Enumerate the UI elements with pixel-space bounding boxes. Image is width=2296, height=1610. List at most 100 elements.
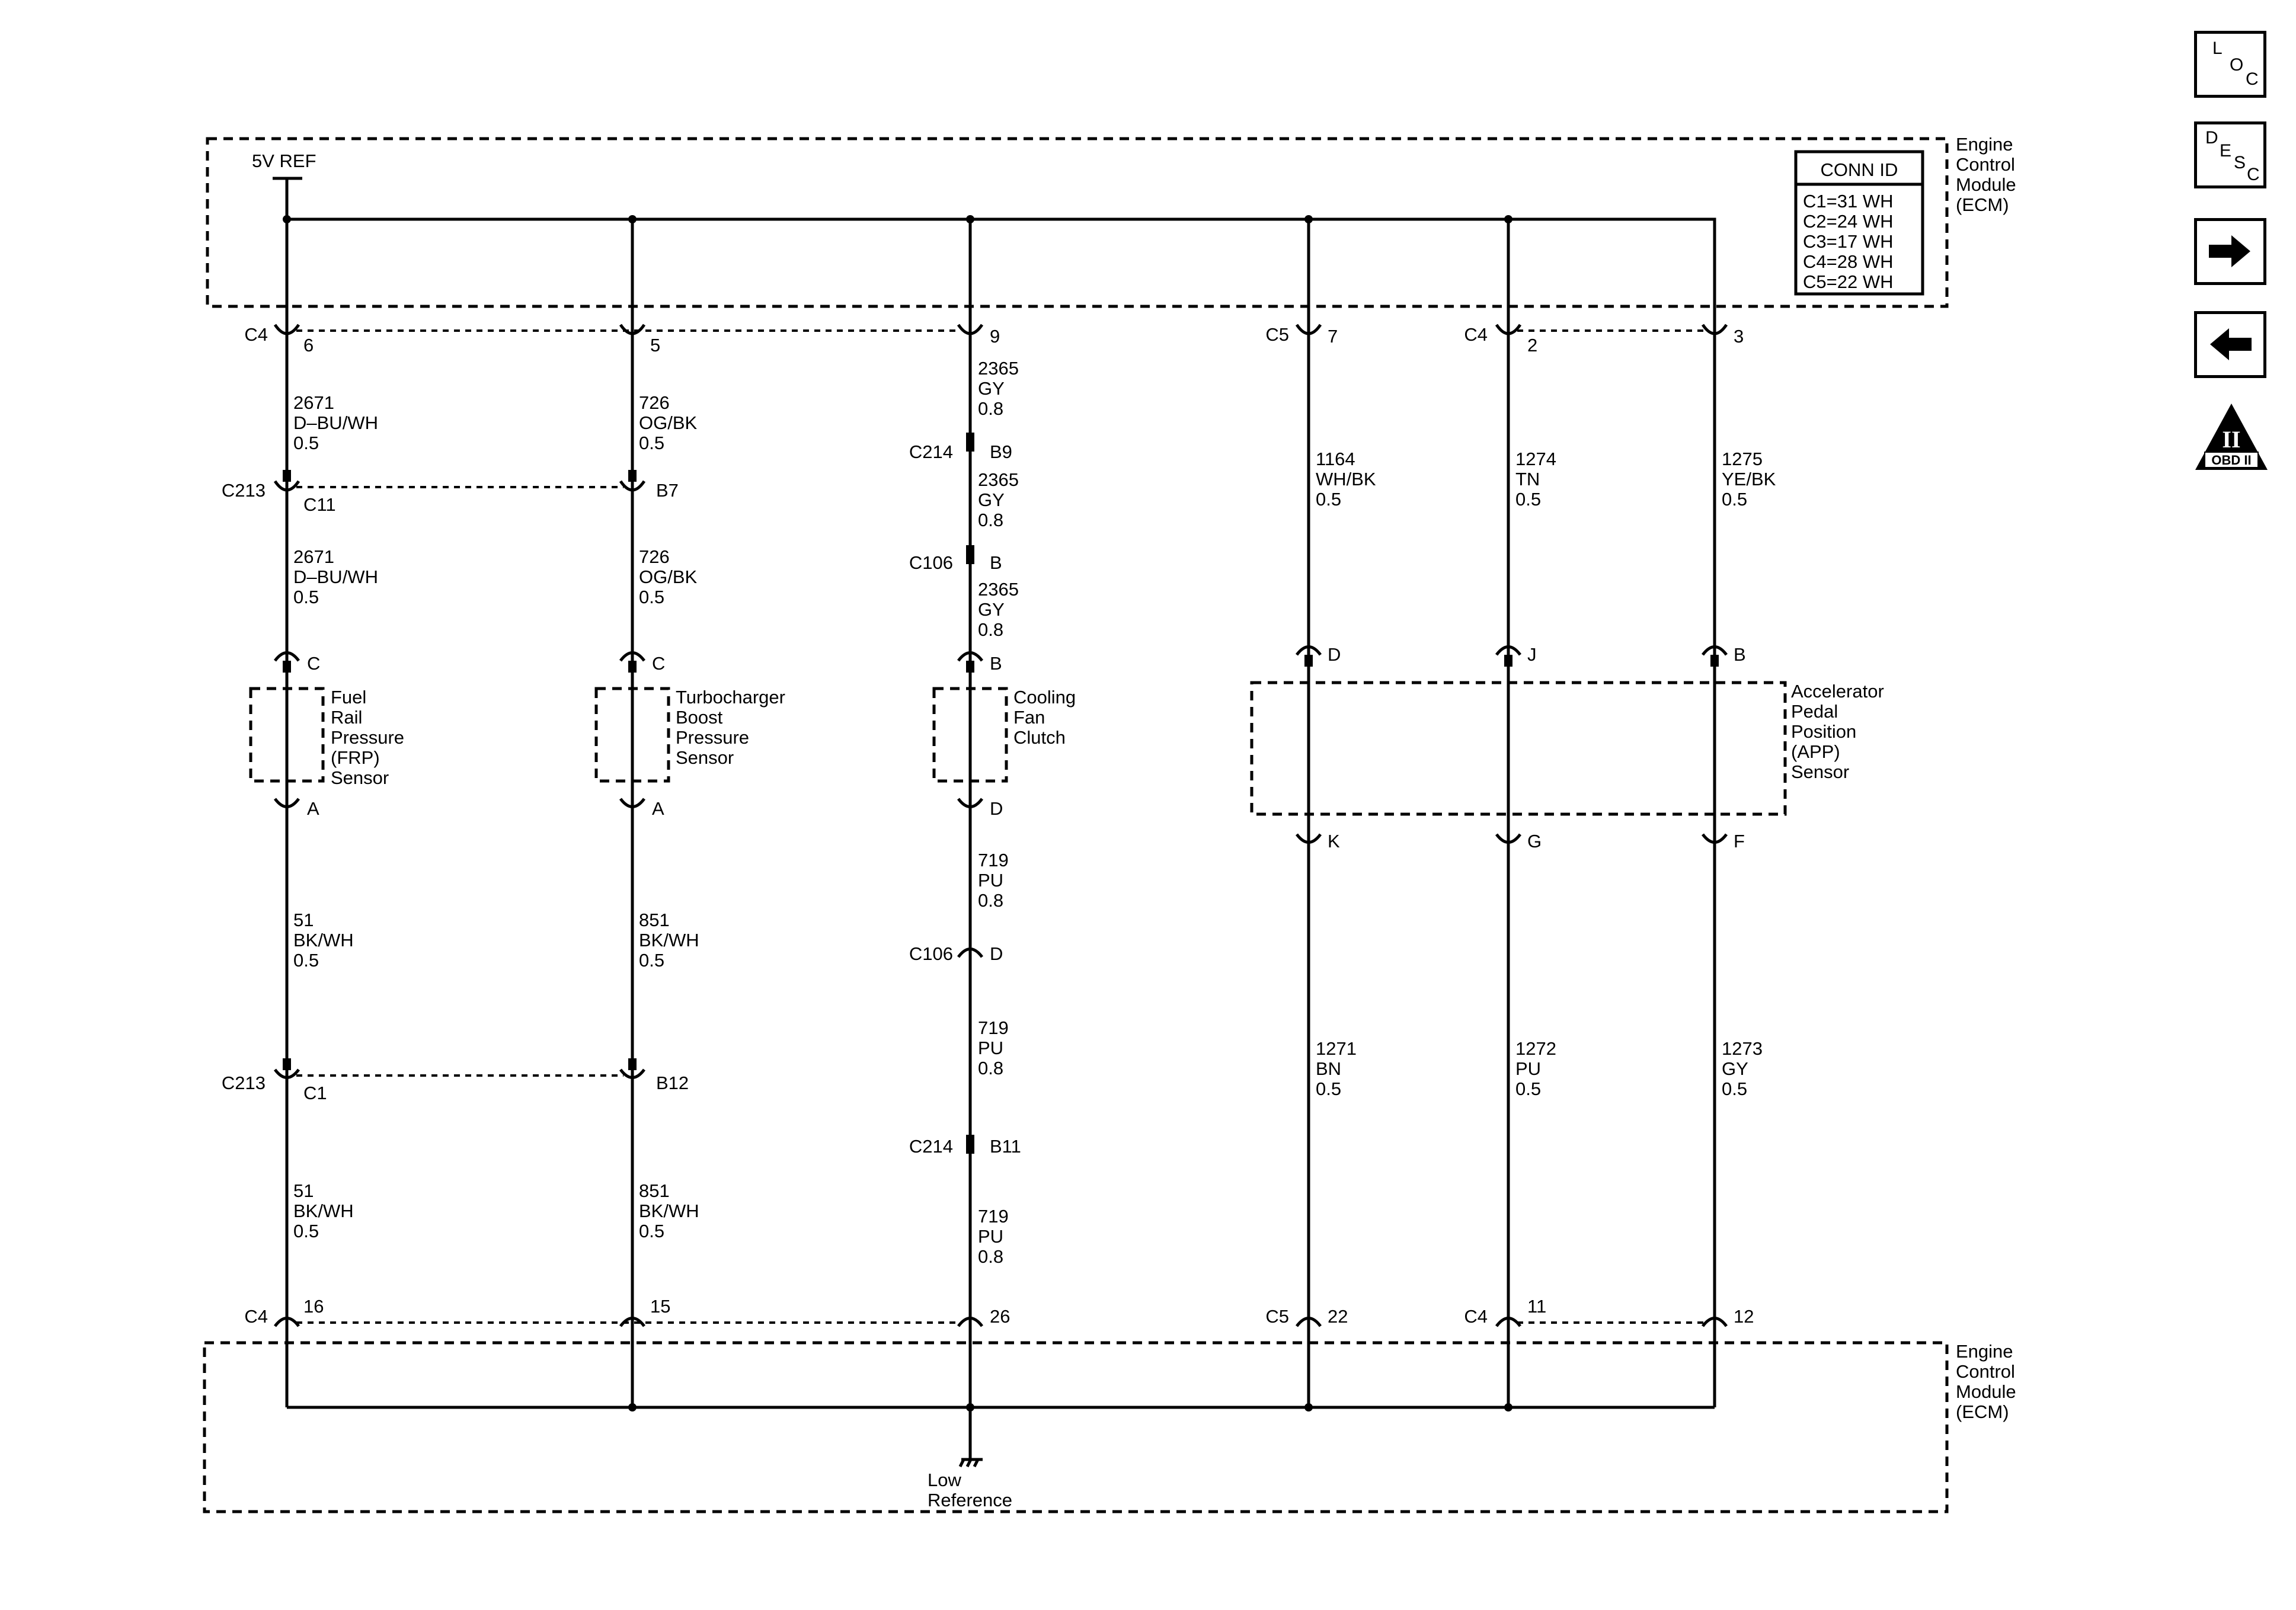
- svg-text:851: 851: [639, 910, 670, 930]
- svg-text:C4: C4: [244, 324, 268, 345]
- svg-text:5V REF: 5V REF: [252, 151, 316, 171]
- turbo-boost-sensor-label: Turbocharger Boost Pressure Sensor: [676, 687, 785, 768]
- svg-text:PU: PU: [1515, 1058, 1541, 1079]
- svg-text:Engine: Engine: [1956, 1341, 2013, 1362]
- conn-id-title: CONN ID: [1821, 159, 1898, 180]
- svg-text:C: C: [307, 653, 320, 674]
- svg-text:GY: GY: [978, 489, 1005, 510]
- prev-button[interactable]: [2194, 311, 2266, 378]
- ecm-top-box: [206, 137, 1949, 308]
- svg-text:0.5: 0.5: [1316, 489, 1341, 510]
- svg-text:C4: C4: [1464, 324, 1488, 345]
- svg-text:C213: C213: [222, 1073, 266, 1093]
- conn-id-row: C5=22 WH: [1803, 271, 1893, 292]
- svg-text:C213: C213: [222, 480, 266, 501]
- svg-text:6: 6: [303, 335, 314, 356]
- svg-text:B12: B12: [656, 1073, 689, 1093]
- svg-text:J: J: [1527, 644, 1537, 665]
- obd-ii-icon: II OBD II: [2195, 404, 2268, 470]
- svg-text:7: 7: [1328, 326, 1338, 347]
- svg-text:3: 3: [1734, 326, 1744, 347]
- app-sensor-box: [1250, 681, 1787, 816]
- svg-text:K: K: [1328, 831, 1340, 852]
- reference-bus: [287, 217, 1716, 332]
- svg-text:Boost: Boost: [676, 707, 723, 728]
- svg-text:2671: 2671: [293, 546, 334, 567]
- svg-text:15: 15: [650, 1296, 670, 1317]
- svg-text:C214: C214: [909, 441, 953, 462]
- fan-clutch-box: [932, 687, 1008, 783]
- svg-text:0.5: 0.5: [293, 587, 319, 607]
- loc-button[interactable]: L O C: [2194, 31, 2266, 98]
- low-reference-ground: Low Reference: [928, 1446, 1012, 1510]
- svg-text:Engine: Engine: [1956, 134, 2013, 155]
- svg-text:B11: B11: [990, 1136, 1021, 1157]
- svg-text:0.5: 0.5: [293, 950, 319, 971]
- svg-text:726: 726: [639, 392, 670, 413]
- svg-text:719: 719: [978, 850, 1009, 870]
- svg-text:2365: 2365: [978, 358, 1019, 379]
- next-button[interactable]: [2194, 218, 2266, 285]
- svg-text:B: B: [990, 653, 1002, 674]
- svg-text:B7: B7: [656, 480, 679, 501]
- svg-text:Pressure: Pressure: [676, 727, 749, 748]
- svg-text:D–BU/WH: D–BU/WH: [293, 412, 378, 433]
- svg-text:D: D: [990, 798, 1003, 819]
- obd2-button[interactable]: II OBD II: [2193, 400, 2270, 474]
- svg-text:C106: C106: [909, 552, 953, 573]
- svg-text:0.5: 0.5: [639, 433, 664, 453]
- ecm-bottom-box: [203, 1341, 1949, 1513]
- svg-text:719: 719: [978, 1017, 1009, 1038]
- svg-text:BK/WH: BK/WH: [639, 930, 699, 950]
- inline-connector-labels: C213 C11 B7 C214 B9 C106 B C106 D C214 B…: [222, 441, 1021, 1157]
- svg-text:B9: B9: [990, 441, 1012, 462]
- svg-text:B: B: [990, 552, 1002, 573]
- svg-text:0.8: 0.8: [978, 619, 1003, 640]
- svg-text:C4: C4: [244, 1306, 268, 1327]
- svg-text:11: 11: [1527, 1296, 1546, 1317]
- svg-text:Control: Control: [1956, 1361, 2015, 1382]
- obd-ii-label: OBD II: [2211, 453, 2251, 468]
- svg-text:9: 9: [990, 326, 1000, 347]
- svg-text:PU: PU: [978, 870, 1003, 891]
- svg-text:(FRP): (FRP): [331, 747, 380, 768]
- svg-text:Clutch: Clutch: [1013, 727, 1066, 748]
- svg-text:1272: 1272: [1515, 1038, 1556, 1059]
- svg-text:1274: 1274: [1515, 449, 1556, 469]
- svg-text:TN: TN: [1515, 469, 1540, 489]
- svg-text:BK/WH: BK/WH: [293, 930, 354, 950]
- svg-text:1164: 1164: [1316, 449, 1355, 469]
- svg-text:1275: 1275: [1722, 449, 1763, 469]
- svg-text:C: C: [652, 653, 665, 674]
- obd-ii-numeral: II: [2222, 426, 2240, 453]
- svg-text:PU: PU: [978, 1226, 1003, 1247]
- ecm-bottom-pin-labels: C4 16 15 26 C5 22 C4 11 12: [244, 1296, 1754, 1327]
- arrow-left-icon: [2210, 328, 2252, 360]
- desc-letter: C: [2247, 165, 2260, 184]
- svg-text:0.5: 0.5: [293, 1221, 319, 1241]
- svg-text:719: 719: [978, 1206, 1009, 1227]
- svg-text:BN: BN: [1316, 1058, 1341, 1079]
- loc-letter: L: [2212, 39, 2223, 58]
- svg-text:0.5: 0.5: [1515, 1078, 1541, 1099]
- svg-text:1273: 1273: [1722, 1038, 1763, 1059]
- turbo-boost-sensor-box: [594, 687, 670, 783]
- svg-text:B: B: [1734, 644, 1746, 665]
- ecm-top-label: Engine Control Module (ECM): [1956, 134, 2016, 215]
- svg-text:Reference: Reference: [928, 1490, 1012, 1510]
- fan-clutch-label: Cooling Fan Clutch: [1013, 687, 1076, 748]
- svg-text:Control: Control: [1956, 154, 2015, 175]
- svg-text:A: A: [307, 798, 319, 819]
- svg-text:WH/BK: WH/BK: [1316, 469, 1376, 489]
- desc-button[interactable]: D E S C: [2194, 121, 2266, 188]
- svg-text:0.5: 0.5: [639, 1221, 664, 1241]
